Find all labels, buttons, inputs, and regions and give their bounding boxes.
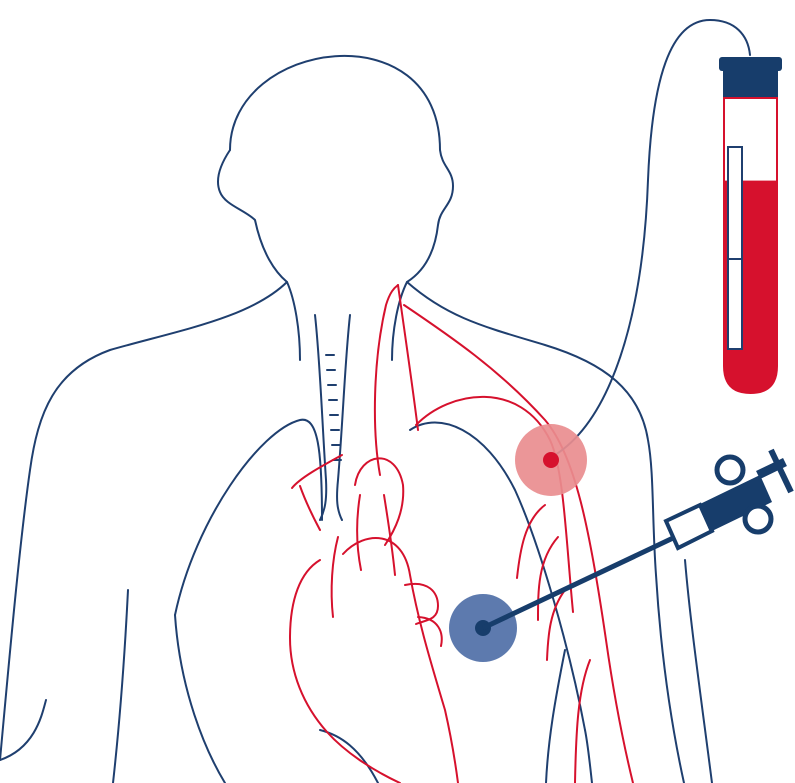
heart-internal-line [332, 537, 338, 617]
left-lung-lower [175, 615, 225, 783]
trachea-rings [326, 355, 341, 460]
left-arm-fold [0, 700, 46, 760]
aorta-descending-left [357, 495, 361, 570]
arterial-puncture-marker [515, 424, 587, 496]
carotid-artery-icon [375, 285, 398, 475]
branch-artery-1 [517, 505, 545, 578]
neck-left [287, 282, 300, 360]
collection-line [555, 20, 750, 455]
arterial-marker-center [543, 452, 559, 468]
body-outline-icon [0, 56, 712, 783]
subclavian-artery-icon [404, 305, 633, 783]
left-branch-artery-lower [300, 486, 320, 530]
body-outline-right [230, 56, 684, 783]
body-outline-left [0, 150, 287, 760]
blood-tube-icon [719, 57, 782, 393]
diaphragm-left [320, 730, 378, 783]
branch-artery-3 [547, 590, 565, 660]
right-lung-lower [585, 730, 592, 783]
left-branch-artery [292, 455, 342, 488]
tube-label-strip [728, 147, 742, 349]
heart-right-outline [343, 538, 458, 783]
syringe-finger-ring-bottom [745, 506, 771, 532]
aorta-descending-right [384, 495, 395, 575]
syringe-finger-ring-top [717, 457, 743, 483]
torso-guide-line [546, 650, 565, 783]
left-arm-inner [113, 590, 128, 783]
heart-icon [290, 560, 400, 783]
tube-cap-top [719, 57, 782, 71]
trachea-right [337, 315, 350, 520]
right-arm-inner [685, 560, 712, 783]
